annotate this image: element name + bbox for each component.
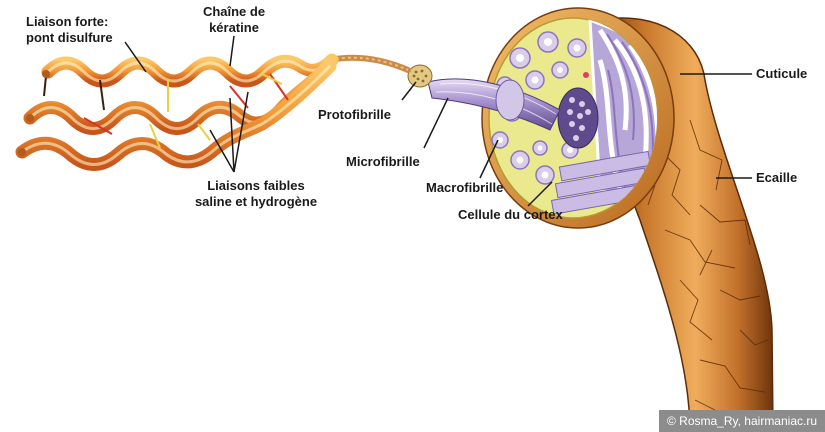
leader-lines xyxy=(124,35,752,207)
label-macrofibrille: Macrofibrille xyxy=(426,180,504,195)
label-ecaille: Ecaille xyxy=(756,170,798,185)
label-protofibrille: Protofibrille xyxy=(318,107,391,122)
copyright-watermark: © Rosma_Ry, hairmaniac.ru xyxy=(659,410,825,432)
disulfide-bonds xyxy=(83,73,289,135)
label-liaison-forte-line2: pont disulfure xyxy=(26,30,113,45)
protofibril-disc xyxy=(407,64,433,88)
label-chaine-keratine: Chaîne de kératine xyxy=(196,4,272,36)
label-chaine-line2: kératine xyxy=(209,20,259,35)
label-liaisons-faibles: Liaisons faibles saline et hydrogène xyxy=(184,178,328,210)
macrofibril-bundle xyxy=(557,87,599,149)
microfibril-tube xyxy=(427,78,561,131)
label-chaine-line1: Chaîne de xyxy=(202,4,266,19)
label-liaisons-faibles-line1: Liaisons faibles xyxy=(207,178,305,193)
label-liaison-forte-line1: Liaison forte: xyxy=(26,14,109,29)
keratin-helices xyxy=(15,53,411,171)
label-liaison-forte: Liaison forte: pont disulfure xyxy=(26,14,113,46)
weak-bonds xyxy=(149,73,283,149)
label-liaisons-faibles-line2: saline et hydrogène xyxy=(194,194,318,209)
label-microfibrille: Microfibrille xyxy=(346,154,420,169)
hair-cross-section xyxy=(481,7,675,229)
label-cellule-cortex: Cellule du cortex xyxy=(458,207,563,222)
label-cuticule: Cuticule xyxy=(756,66,808,81)
